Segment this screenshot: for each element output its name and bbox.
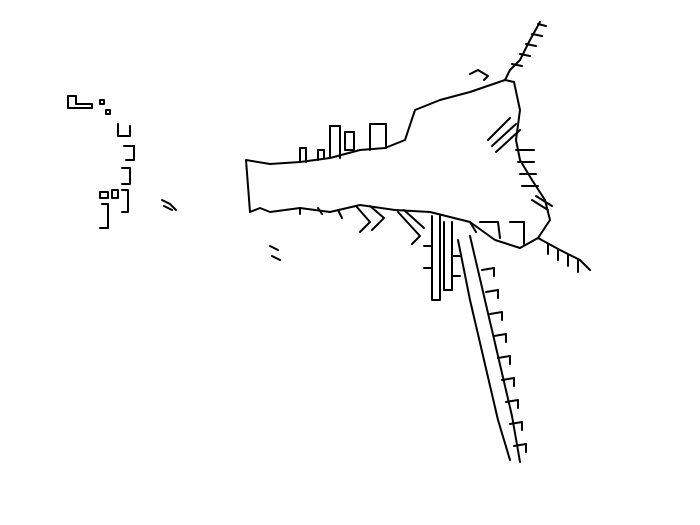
- right-diagonal-fingers: [531, 195, 553, 211]
- isolated-fragment: [99, 99, 111, 115]
- south-corridor-right-edge: [469, 235, 521, 463]
- south-corridor-hooks: [481, 267, 527, 453]
- isolated-fragment: [99, 203, 109, 229]
- lower-right-pier: [537, 237, 591, 273]
- isolated-fragment: [121, 167, 131, 185]
- corridor-bottom-jetty: [299, 205, 385, 233]
- right-side-slots: [515, 149, 539, 187]
- upper-right-stub: [469, 69, 489, 81]
- intersection-fingers: [469, 221, 525, 245]
- west-corridor-stubs: [423, 245, 461, 277]
- main-corridor-outline: [245, 79, 551, 249]
- isolated-fragment: [67, 95, 93, 109]
- isolated-fragment: [269, 245, 281, 261]
- corridor-bottom-jetty: [397, 209, 425, 245]
- isolated-fragment: [117, 123, 135, 161]
- isolated-fragment: [99, 189, 129, 213]
- south-corridor-left-edge: [457, 239, 511, 461]
- upper-right-pier: [504, 21, 547, 81]
- corridor-top-notch: [299, 125, 341, 163]
- west-corridor: [431, 215, 453, 301]
- isolated-fragment: [161, 199, 177, 211]
- corridor-top-block: [344, 123, 387, 151]
- right-diagonal-fingers: [487, 117, 521, 153]
